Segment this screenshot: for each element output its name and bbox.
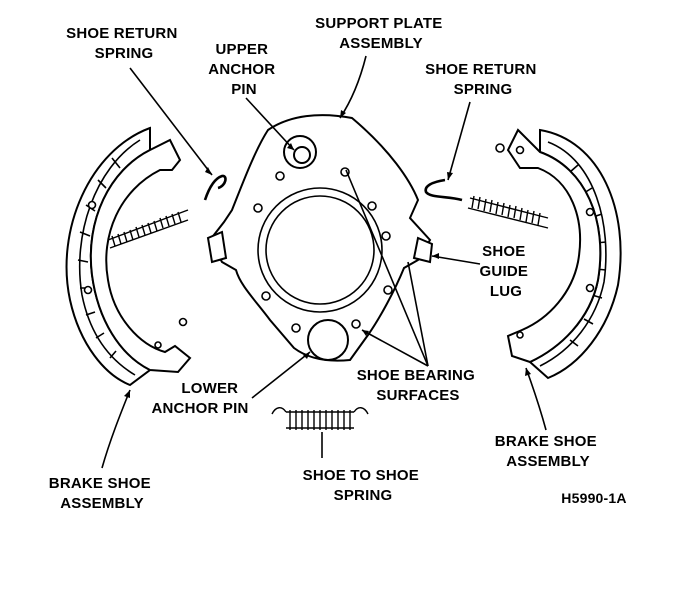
left-brake-shoe: [65, 126, 227, 387]
left-upper-spring-coil: [107, 209, 189, 249]
figure-code: H5990-1A: [561, 490, 626, 506]
right-upper-spring-coil: [467, 195, 549, 229]
label-shoe-bearing-surfaces: SHOE BEARING SURFACES: [357, 367, 480, 404]
support-plate: [206, 114, 434, 362]
label-brake-shoe-assembly-left: BRAKE SHOE ASSEMBLY: [49, 475, 155, 512]
leader-lines: [101, 55, 547, 469]
label-brake-shoe-assembly-right: BRAKE SHOE ASSEMBLY: [495, 433, 601, 470]
label-shoe-return-spring-left: SHOE RETURN SPRING: [66, 25, 182, 62]
shoe-to-shoe-spring: [271, 407, 369, 430]
label-shoe-to-shoe-spring: SHOE TO SHOE SPRING: [303, 467, 424, 504]
label-lower-anchor-pin: LOWER ANCHOR PIN: [151, 380, 248, 417]
label-upper-anchor-pin: UPPER ANCHOR PIN: [208, 41, 279, 98]
label-support-plate-assembly: SUPPORT PLATE ASSEMBLY: [315, 15, 447, 52]
right-brake-shoe: [424, 128, 622, 380]
label-shoe-guide-lug: SHOE GUIDE LUG: [480, 243, 533, 300]
label-shoe-return-spring-right: SHOE RETURN SPRING: [425, 61, 541, 98]
